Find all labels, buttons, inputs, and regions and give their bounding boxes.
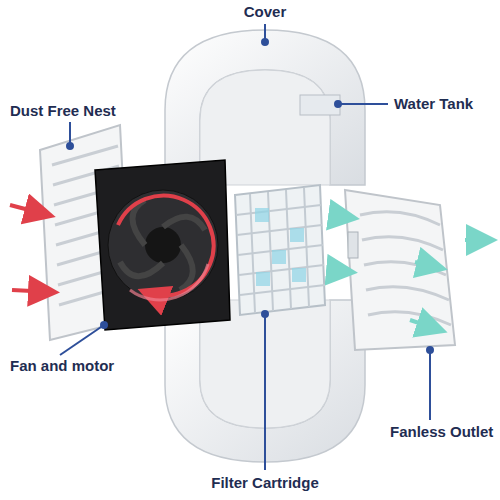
outlet-grill <box>345 190 455 350</box>
part-label: Filter Cartridge <box>209 474 321 492</box>
part-label: Water Tank <box>392 95 475 113</box>
leader-lines <box>60 24 433 470</box>
filter-cartridge <box>235 185 325 315</box>
part-label: Fan and motor <box>8 357 116 375</box>
part-label: Fanless Outlet <box>388 423 495 441</box>
part-label: Cover <box>242 3 289 21</box>
part-label: Dust Free Nest <box>8 102 118 120</box>
fan <box>95 160 230 330</box>
